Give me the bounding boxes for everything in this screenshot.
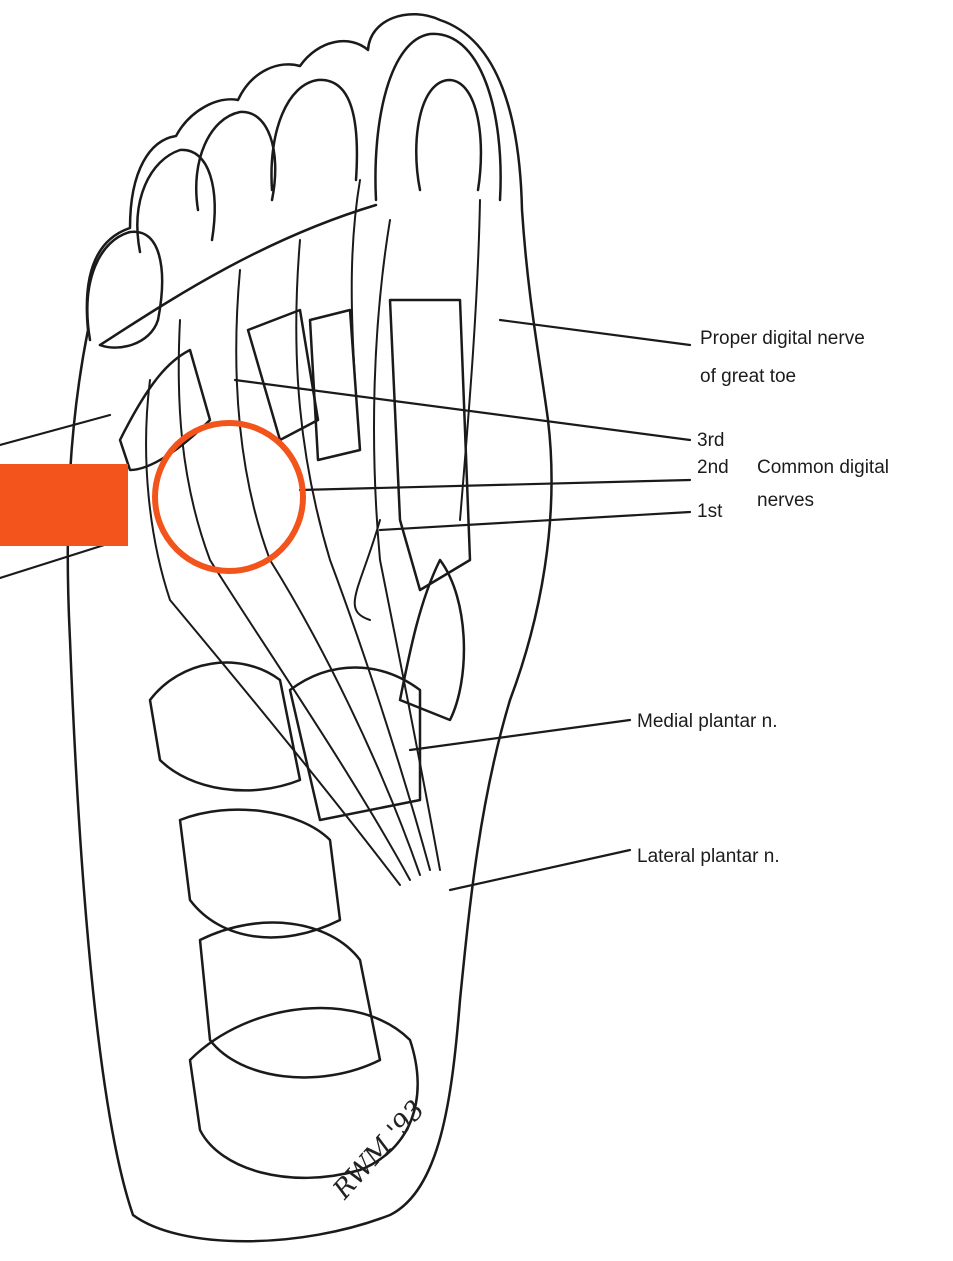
label-2nd: 2nd (697, 457, 729, 479)
label-proper-digital-nerve-line1: Proper digital nerve (700, 328, 865, 350)
label-3rd: 3rd (697, 430, 724, 452)
highlight-block (0, 464, 128, 546)
label-medial-plantar: Medial plantar n. (637, 711, 777, 733)
label-common-digital-line1: Common digital (757, 457, 889, 479)
label-lateral-plantar: Lateral plantar n. (637, 846, 780, 868)
highlight-circle (155, 423, 303, 571)
label-proper-digital-nerve-line2: of great toe (700, 366, 796, 388)
label-1st: 1st (697, 501, 722, 523)
label-common-digital-line2: nerves (757, 490, 814, 512)
